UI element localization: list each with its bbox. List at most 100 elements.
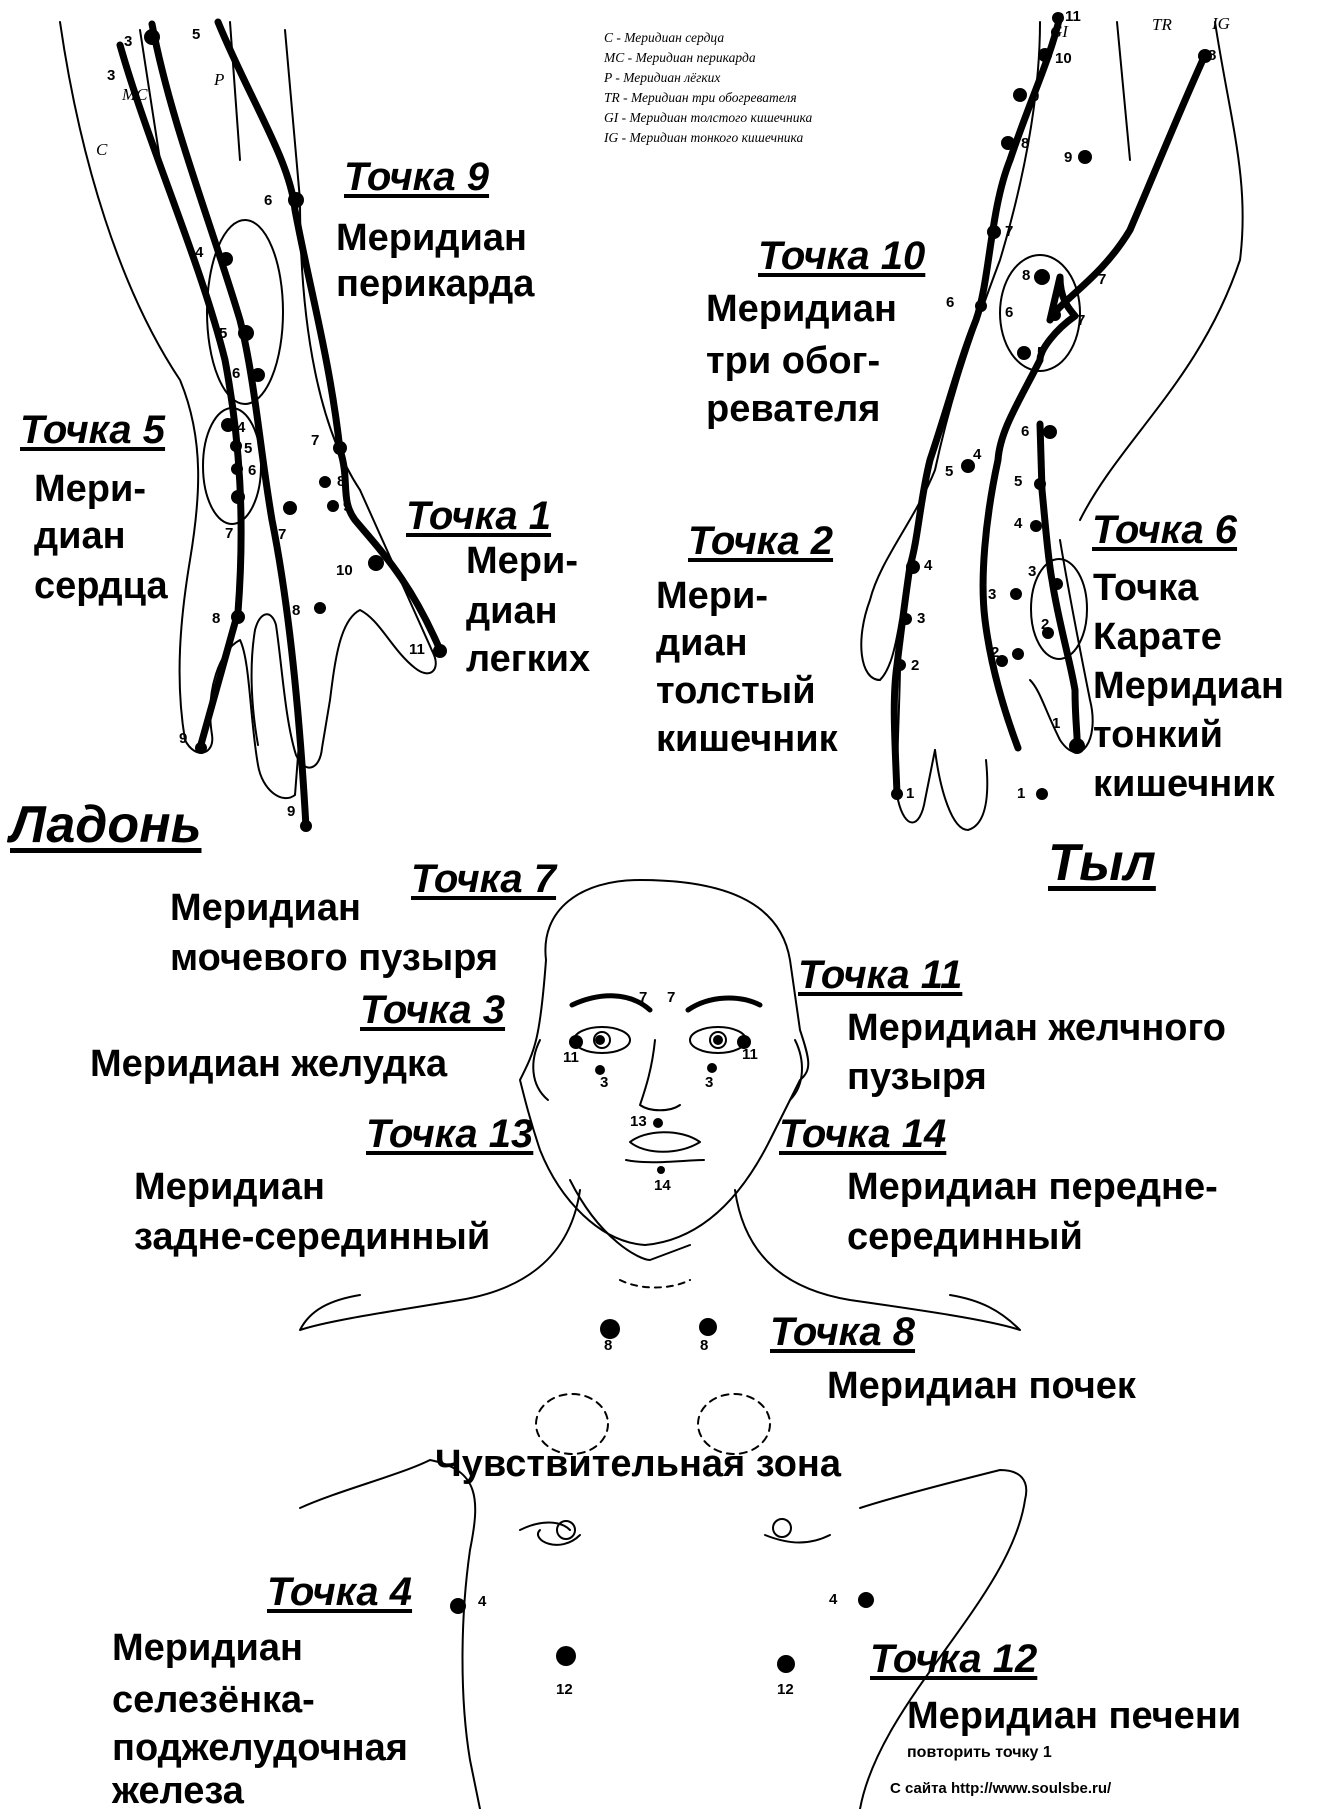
label-small-intestine-meridian: IG	[1212, 14, 1230, 33]
point-number: 9	[343, 499, 351, 516]
point-number: 6	[232, 366, 240, 383]
label-heart-meridian: C	[96, 140, 107, 159]
point-14-desc: серединный	[847, 1216, 1083, 1259]
palm-meridians	[120, 22, 440, 827]
point-number: 5	[192, 27, 200, 44]
section-label-palm: Ладонь	[10, 796, 201, 854]
point-4-desc: селезёнка-	[112, 1679, 315, 1722]
point-number: 4	[195, 245, 203, 262]
legend-item: GI - Меридиан толстого кишечника	[604, 108, 812, 128]
point-number: 6	[1021, 424, 1029, 441]
point-3-desc: Меридиан желудка	[90, 1043, 447, 1086]
point-5-desc: сердца	[34, 565, 168, 608]
point-number: 7	[639, 990, 647, 1007]
point-10-title: Точка 10	[758, 234, 925, 279]
point-2-title: Точка 2	[688, 519, 833, 564]
point-9-desc: перикарда	[336, 263, 534, 306]
point-6-title: Точка 6	[1092, 508, 1237, 553]
point-6-desc: тонкий	[1093, 714, 1223, 757]
point-number: 7	[225, 526, 233, 543]
point-10-desc: три обог-	[706, 340, 880, 383]
point-number: 8	[212, 611, 220, 628]
point-2-desc: кишечник	[656, 718, 838, 761]
point-number: 4	[1014, 516, 1022, 533]
point-number: 3	[1028, 564, 1036, 581]
point-number: 8	[1022, 268, 1030, 285]
point-6-desc: Карате	[1093, 616, 1222, 659]
point-number: 4	[237, 420, 245, 437]
point-11-desc: Меридиан желчного	[847, 1007, 1226, 1050]
point-7-desc: мочевого пузыря	[170, 937, 498, 980]
point-4-desc: поджелудочная	[112, 1727, 408, 1770]
point-11-desc: пузыря	[847, 1056, 987, 1099]
point-2-desc: Мери-	[656, 575, 768, 618]
point-number: 11	[742, 1047, 758, 1064]
point-1-desc: диан	[466, 590, 558, 633]
point-number: 3	[988, 587, 996, 604]
point-number: 5	[219, 326, 227, 343]
point-number: 4	[973, 447, 981, 464]
section-label-back: Тыл	[1048, 834, 1156, 892]
point-number: 7	[667, 990, 675, 1007]
point-number: 7	[311, 433, 319, 450]
label-triple-heater-meridian: TR	[1152, 15, 1172, 34]
point-7-title: Точка 7	[411, 857, 556, 902]
point-number: 6	[248, 463, 256, 480]
legend-item: IG - Меридиан тонкого кишечника	[604, 128, 812, 148]
point-number: 7	[278, 527, 286, 544]
point-number: 9	[287, 804, 295, 821]
point-number: 5	[1037, 345, 1045, 362]
point-5-title: Точка 5	[20, 408, 165, 453]
point-3-title: Точка 3	[360, 988, 505, 1033]
point-number: 8	[1021, 136, 1029, 153]
point-number: 9	[1031, 89, 1039, 106]
point-number: 1	[906, 786, 914, 803]
point-10-desc: Меридиан	[706, 288, 897, 331]
point-4-desc: Меридиан	[112, 1627, 303, 1670]
point-number: 2	[1041, 617, 1049, 634]
point-number: 10	[336, 563, 353, 580]
point-12-title: Точка 12	[870, 1637, 1037, 1682]
point-number: 7	[1005, 224, 1013, 241]
point-13-title: Точка 13	[366, 1112, 533, 1157]
point-number: 8	[292, 603, 300, 620]
point-1-title: Точка 1	[406, 494, 551, 539]
point-number: 6	[1005, 305, 1013, 322]
point-12-note: повторить точку 1	[907, 1744, 1052, 1762]
point-number: 6	[946, 295, 954, 312]
point-14-title: Точка 14	[779, 1112, 946, 1157]
label-lung-meridian: P	[214, 70, 224, 89]
point-11-title: Точка 11	[798, 953, 962, 998]
point-number: 11	[409, 642, 425, 659]
point-number: 1	[1017, 786, 1025, 803]
point-1-desc: Мери-	[466, 540, 578, 583]
point-number: 4	[829, 1592, 837, 1609]
point-8-title: Точка 8	[770, 1310, 915, 1355]
label-pericardium-meridian: MC	[122, 85, 148, 104]
point-number: 3	[107, 68, 115, 85]
point-number: 2	[991, 645, 999, 662]
point-2-desc: толстый	[656, 670, 816, 713]
point-number: 3	[600, 1075, 608, 1092]
point-number: 3	[124, 34, 132, 51]
point-number: 14	[654, 1178, 671, 1195]
legend-item: TR - Меридиан три обогревателя	[604, 88, 812, 108]
legend-item: P - Меридиан лёгких	[604, 68, 812, 88]
meridian-legend: C - Меридиан сердца MC - Меридиан перика…	[604, 28, 812, 148]
point-4-desc: железа	[112, 1770, 244, 1813]
point-8-desc: Меридиан почек	[827, 1365, 1136, 1408]
point-1-desc: легких	[466, 638, 590, 681]
point-number: 5	[244, 441, 252, 458]
point-number: 5	[945, 464, 953, 481]
point-10-desc: ревателя	[706, 388, 880, 431]
torso-points	[450, 1592, 874, 1673]
point-number: 5	[1014, 474, 1022, 491]
point-number: 8	[604, 1338, 612, 1355]
point-6-desc: Точка	[1093, 567, 1198, 610]
point-number: 11	[1065, 9, 1081, 26]
point-13-desc: задне-серединный	[134, 1216, 490, 1259]
source-credit: С сайта http://www.soulsbe.ru/	[890, 1781, 1111, 1798]
sensitive-zone-label: Чувствительная зона	[435, 1443, 841, 1486]
point-number: 8	[1208, 48, 1216, 65]
point-12-desc: Меридиан печени	[907, 1695, 1241, 1738]
